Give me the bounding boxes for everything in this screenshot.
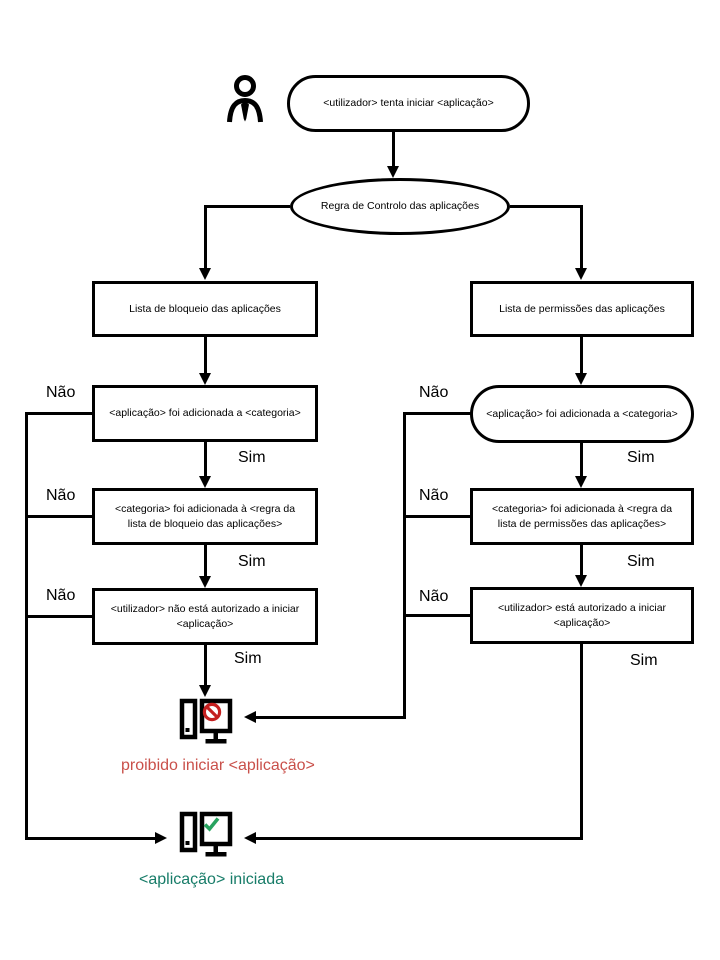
- node-right-verdict: <utilizador> está autorizado a iniciar <…: [470, 587, 694, 644]
- connector-start-rule: [392, 131, 395, 168]
- node-allowlist-label: Lista de permissões das aplicações: [499, 302, 665, 315]
- node-right-check-app: <aplicação> foi adicionada a <categoria>: [470, 385, 694, 443]
- node-rule: Regra de Controlo das aplicações: [290, 178, 510, 235]
- node-start: <utilizador> tenta iniciar <aplicação>: [287, 75, 530, 132]
- node-left-check-app-label: <aplicação> foi adicionada a <categoria>: [109, 407, 301, 420]
- node-rule-label: Regra de Controlo das aplicações: [320, 200, 480, 213]
- arrowhead: [199, 268, 211, 280]
- node-right-verdict-label: <utilizador> está autorizado a iniciar <…: [497, 602, 667, 629]
- connector-right-no: [403, 412, 472, 415]
- connector-right-no-rail: [256, 716, 406, 719]
- node-start-label: <utilizador> tenta iniciar <aplicação>: [323, 97, 494, 110]
- arrowhead: [199, 476, 211, 488]
- connector: [580, 336, 583, 375]
- node-allowlist: Lista de permissões das aplicações: [470, 281, 694, 337]
- arrowhead: [244, 832, 256, 844]
- connector: [204, 644, 207, 686]
- arrowhead: [575, 476, 587, 488]
- connector-left-no-rail: [25, 837, 155, 840]
- edge-label-no: Não: [419, 588, 449, 605]
- outcome-denied-text: proibido iniciar <aplicação>: [121, 757, 315, 774]
- node-right-check-app-label: <aplicação> foi adicionada a <categoria>: [486, 407, 678, 420]
- node-left-check-app: <aplicação> foi adicionada a <categoria>: [92, 385, 318, 442]
- edge-label-yes: Sim: [630, 652, 658, 669]
- arrowhead: [199, 685, 211, 697]
- arrowhead: [575, 268, 587, 280]
- computer-blocked-icon: [179, 698, 233, 744]
- node-left-verdict: <utilizador> não está autorizado a inici…: [92, 588, 318, 645]
- node-blocklist-label: Lista de bloqueio das aplicações: [129, 302, 281, 315]
- arrowhead: [199, 576, 211, 588]
- arrowhead: [155, 832, 167, 844]
- computer-check-icon: [179, 811, 233, 857]
- edge-label-yes: Sim: [627, 449, 655, 466]
- connector: [580, 544, 583, 576]
- arrowhead: [387, 166, 399, 178]
- connector-right-sim: [580, 643, 583, 840]
- node-left-verdict-label: <utilizador> não está autorizado a inici…: [110, 603, 300, 630]
- edge-label-no: Não: [46, 587, 76, 604]
- edge-label-yes: Sim: [627, 553, 655, 570]
- connector-right-no: [403, 515, 472, 518]
- edge-label-no: Não: [46, 384, 76, 401]
- connector-left-no-rail: [25, 412, 28, 840]
- connector-rule-left: [204, 205, 207, 270]
- edge-label-yes: Sim: [234, 650, 262, 667]
- arrowhead: [575, 373, 587, 385]
- arrowhead: [199, 373, 211, 385]
- edge-label-no: Não: [419, 487, 449, 504]
- outcome-started-text: <aplicação> iniciada: [139, 871, 284, 888]
- node-right-check-category: <categoria> foi adicionada à <regra da l…: [470, 488, 694, 545]
- arrowhead: [575, 575, 587, 587]
- edge-label-no: Não: [46, 487, 76, 504]
- connector-left-no: [25, 615, 94, 618]
- connector: [580, 442, 583, 477]
- node-right-check-category-label: <categoria> foi adicionada à <regra da l…: [491, 503, 673, 530]
- user-icon: [227, 75, 263, 123]
- connector-rule-left: [204, 205, 290, 208]
- node-left-check-category: <categoria> foi adicionada à <regra da l…: [92, 488, 318, 545]
- connector: [204, 441, 207, 477]
- connector: [204, 544, 207, 577]
- connector-rule-right: [580, 205, 583, 270]
- connector-right-no-rail: [403, 412, 406, 719]
- connector-right-sim: [256, 837, 582, 840]
- node-blocklist: Lista de bloqueio das aplicações: [92, 281, 318, 337]
- arrowhead: [244, 711, 256, 723]
- edge-label-yes: Sim: [238, 449, 266, 466]
- connector-left-no: [25, 515, 94, 518]
- connector-left-no: [25, 412, 94, 415]
- node-left-check-category-label: <categoria> foi adicionada à <regra da l…: [114, 503, 296, 530]
- edge-label-yes: Sim: [238, 553, 266, 570]
- connector-right-no: [403, 614, 472, 617]
- connector: [204, 336, 207, 375]
- connector-rule-right: [510, 205, 582, 208]
- edge-label-no: Não: [419, 384, 449, 401]
